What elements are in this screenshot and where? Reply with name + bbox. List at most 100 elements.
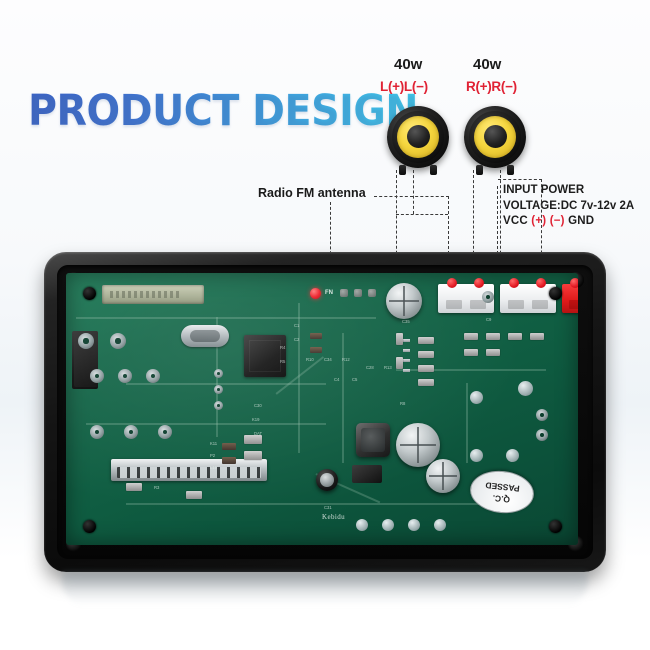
input-power-annotation: INPUT POWER VOLTAGE:DC 7v-12v 2A VCC (+)… [503, 183, 634, 230]
speaker-terminal-right[interactable] [500, 278, 556, 313]
terminal-marker-dot [570, 278, 578, 288]
silk-label: K11 [210, 441, 218, 446]
silk-label: C9 [486, 317, 492, 322]
qc-passed-sticker: Q.C. PASSED [467, 467, 537, 517]
smd-resistor [418, 365, 434, 372]
through-hole-pad [110, 333, 126, 349]
smd-resistor [464, 349, 478, 356]
power-inductor [356, 423, 390, 457]
leader-line-l-minus-upper [413, 170, 414, 214]
silk-label: C35 [402, 319, 410, 324]
silk-label: K19 [252, 417, 260, 422]
smd-diode [310, 347, 322, 353]
indicator-label: FN [325, 290, 333, 296]
ribbon-header-connector[interactable] [111, 459, 267, 481]
silk-label: R10 [306, 357, 314, 362]
lcd-window [102, 285, 204, 304]
indicator-pad [340, 289, 348, 297]
pcb-trace [298, 303, 300, 453]
page-title: PRODUCT DESIGN [28, 86, 419, 136]
pcb-trace [466, 383, 468, 463]
pcb-screw-bottom-left [83, 520, 96, 533]
minus-symbol: (−) [549, 215, 565, 227]
smd-resistor [530, 333, 544, 340]
through-hole-pad [90, 425, 104, 439]
smd-resistor [418, 379, 434, 386]
power-input-terminal[interactable] [562, 278, 578, 313]
smd-resistor [486, 349, 500, 356]
smd-resistor [418, 337, 434, 344]
smd-resistor [486, 333, 500, 340]
leader-line-l-minus-lower [448, 196, 449, 274]
speaker-right-polarity-label: R(+)R(−) [466, 79, 517, 94]
solder-pad [470, 391, 483, 404]
through-hole-pad [78, 333, 94, 349]
board-reflection [62, 572, 588, 606]
input-power-line2: VOLTAGE:DC 7v-12v 2A [503, 199, 635, 212]
brand-silkscreen: Kebidu [322, 513, 346, 521]
solder-pad [356, 519, 368, 531]
smd-resistor [186, 491, 202, 499]
through-hole-pad [118, 369, 132, 383]
leader-line-r-minus [500, 170, 501, 274]
terminal-slot [508, 300, 524, 309]
pcb-trace [126, 383, 326, 385]
silk-label: R5 [280, 359, 286, 364]
leader-line-l-plus [396, 170, 397, 274]
filter-capacitor-top [386, 283, 422, 319]
silk-label: C2 [294, 337, 300, 342]
electrolytic-capacitor-large [396, 423, 440, 467]
regulator-ic [74, 331, 98, 387]
through-hole-pad [158, 425, 172, 439]
terminal-slot [470, 300, 486, 309]
pcb-screw-top-right [549, 287, 562, 300]
indicator-pad [368, 289, 376, 297]
pcb-screw-top-left [83, 287, 96, 300]
vcc-label: VCC [503, 215, 528, 227]
pcb-trace [86, 423, 326, 425]
silk-label: DAT [254, 431, 263, 436]
smd-diode [222, 443, 236, 450]
smd-diode [310, 333, 322, 339]
smd-diode [222, 457, 236, 464]
input-power-line3: VCC (+) (−) GND [503, 214, 634, 230]
silk-label: C30 [254, 403, 262, 408]
speaker-left [387, 106, 449, 175]
smd-resistor [244, 435, 262, 444]
silk-label: C4 [334, 377, 340, 382]
leader-line-power-2 [497, 186, 498, 274]
power-led [310, 288, 321, 299]
speaker-terminal-lug [476, 165, 483, 175]
gnd-label: GND [568, 215, 595, 227]
terminal-slot [569, 300, 578, 309]
speaker-dust-cap [484, 125, 507, 148]
silk-label: C28 [366, 365, 374, 370]
through-hole-pad [214, 385, 223, 394]
speaker-terminal-left[interactable] [438, 278, 494, 313]
indicator-pad [354, 289, 362, 297]
leader-line-r-plus [473, 170, 474, 274]
antenna-leader-line [330, 202, 331, 274]
leader-line-power-tick [498, 179, 542, 180]
silk-label: L19 [210, 465, 217, 470]
plus-symbol: (+) [531, 215, 547, 227]
silk-label: R3 [154, 485, 160, 490]
leader-line-power [541, 179, 542, 274]
opamp-ic [352, 465, 382, 483]
pcb-trace [275, 356, 324, 395]
silk-label: R12 [342, 357, 350, 362]
solder-pad [382, 519, 394, 531]
pcb-trace [76, 317, 376, 319]
smd-resistor [126, 483, 142, 491]
through-hole-pad [124, 425, 138, 439]
printed-circuit-board: FN [66, 273, 578, 545]
speaker-right [464, 106, 526, 175]
solder-pad [408, 519, 420, 531]
silk-label: C34 [324, 357, 332, 362]
speaker-terminal-lug [399, 165, 406, 175]
pcb-screw-bottom-right [549, 520, 562, 533]
silk-label: C31 [324, 505, 332, 510]
pcb-trace [342, 333, 344, 463]
terminal-marker-dot [474, 278, 484, 288]
